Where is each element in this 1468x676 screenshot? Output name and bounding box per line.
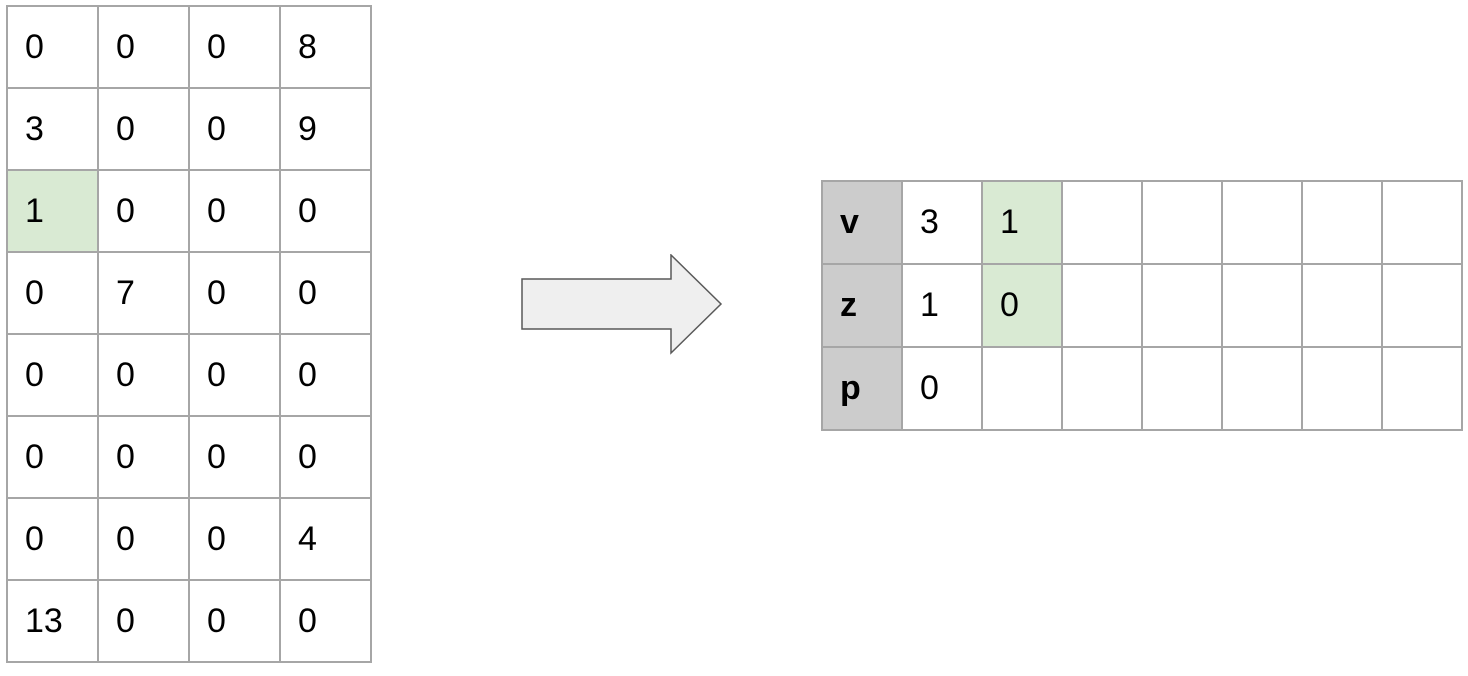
matrix-row: 3 0 0 9 [6, 87, 372, 171]
matrix-cell: 13 [6, 579, 99, 663]
sparse-cell [1141, 180, 1223, 265]
matrix-row: 0 7 0 0 [6, 251, 372, 335]
matrix-cell: 0 [97, 87, 190, 171]
row-label-z: z [821, 263, 903, 348]
matrix-row: 0 0 0 0 [6, 333, 372, 417]
matrix-cell: 0 [6, 251, 99, 335]
sparse-cell: 1 [901, 263, 983, 348]
matrix-row: 13 0 0 0 [6, 579, 372, 663]
matrix-cell: 0 [188, 333, 281, 417]
matrix-cell: 9 [279, 87, 372, 171]
matrix-cell: 0 [279, 169, 372, 253]
matrix-cell: 0 [279, 415, 372, 499]
matrix-cell: 0 [97, 497, 190, 581]
matrix-cell: 0 [6, 415, 99, 499]
matrix-cell: 0 [279, 251, 372, 335]
matrix-row: 1 0 0 0 [6, 169, 372, 253]
matrix-cell: 0 [97, 415, 190, 499]
sparse-row-p: p 0 [821, 346, 1463, 431]
matrix-row: 0 0 0 0 [6, 415, 372, 499]
matrix-cell: 0 [279, 579, 372, 663]
matrix-cell: 0 [6, 5, 99, 89]
matrix-cell: 0 [97, 333, 190, 417]
matrix-row: 0 0 0 4 [6, 497, 372, 581]
matrix-cell: 0 [188, 169, 281, 253]
matrix-cell: 0 [279, 333, 372, 417]
matrix-cell: 0 [188, 5, 281, 89]
right-arrow-icon [521, 254, 723, 355]
sparse-cell-highlighted: 1 [981, 180, 1063, 265]
sparse-cell: 3 [901, 180, 983, 265]
matrix-cell: 0 [188, 579, 281, 663]
sparse-cell [1381, 346, 1463, 431]
matrix-cell: 0 [188, 415, 281, 499]
sparse-representation-table: v 3 1 z 1 0 p 0 [821, 180, 1463, 431]
matrix-cell: 8 [279, 5, 372, 89]
matrix-cell: 7 [97, 251, 190, 335]
sparse-cell [981, 346, 1063, 431]
sparse-cell: 0 [901, 346, 983, 431]
matrix-cell: 0 [97, 5, 190, 89]
sparse-cell [1301, 263, 1383, 348]
matrix-cell-highlighted: 1 [6, 169, 99, 253]
sparse-cell [1061, 346, 1143, 431]
sparse-cell [1141, 263, 1223, 348]
sparse-cell [1381, 263, 1463, 348]
arrow-shape [521, 254, 723, 355]
matrix-cell: 0 [97, 579, 190, 663]
row-label-v: v [821, 180, 903, 265]
dense-matrix: 0 0 0 8 3 0 0 9 1 0 0 0 0 7 0 0 0 0 0 0 … [6, 5, 372, 663]
matrix-cell: 4 [279, 497, 372, 581]
matrix-cell: 0 [6, 497, 99, 581]
sparse-cell-highlighted: 0 [981, 263, 1063, 348]
matrix-cell: 0 [97, 169, 190, 253]
matrix-cell: 0 [188, 497, 281, 581]
sparse-cell [1061, 180, 1143, 265]
sparse-cell [1221, 180, 1303, 265]
matrix-cell: 0 [188, 251, 281, 335]
matrix-cell: 0 [188, 87, 281, 171]
matrix-row: 0 0 0 8 [6, 5, 372, 89]
matrix-cell: 3 [6, 87, 99, 171]
sparse-cell [1061, 263, 1143, 348]
sparse-row-v: v 3 1 [821, 180, 1463, 265]
sparse-cell [1301, 180, 1383, 265]
row-label-p: p [821, 346, 903, 431]
sparse-cell [1221, 346, 1303, 431]
sparse-cell [1301, 346, 1383, 431]
sparse-cell [1141, 346, 1223, 431]
matrix-cell: 0 [6, 333, 99, 417]
sparse-row-z: z 1 0 [821, 263, 1463, 348]
sparse-cell [1381, 180, 1463, 265]
sparse-cell [1221, 263, 1303, 348]
